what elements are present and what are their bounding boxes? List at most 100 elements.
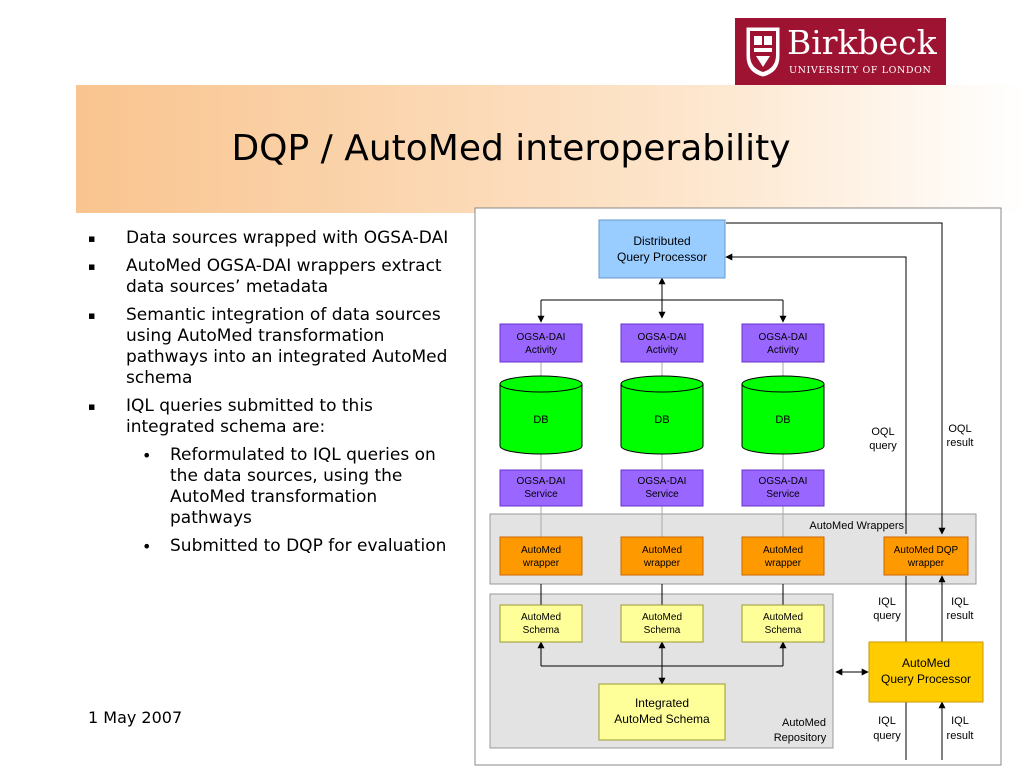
service-label-line1: OGSA-DAI (759, 476, 808, 487)
service-label-line2: Service (766, 489, 800, 500)
sub-bullet-text: Reformulated to IQL queries on the data … (170, 445, 436, 528)
bullet-marker: ▪ (88, 400, 96, 413)
database-cylinder: DB (499, 375, 583, 455)
slide-title: DQP / AutoMed interoperability (231, 128, 791, 169)
service-label-line1: OGSA-DAI (517, 476, 566, 487)
distributed-query-processor-box (598, 219, 726, 279)
ogsa-dai-activity-box (741, 323, 825, 363)
database-cylinder: DB (620, 375, 704, 455)
automed-wrapper-box (620, 536, 704, 576)
wrapper-label-line1: AutoMed (642, 545, 682, 556)
query-processor-label-line2: Query Processor (881, 672, 971, 686)
iql-result-label-line1: IQL (951, 596, 969, 608)
iql-result-label-line1: IQL (951, 715, 969, 727)
bullet-item: ▪ AutoMed OGSA-DAI wrappers extract data … (88, 256, 458, 298)
slide-date: 1 May 2007 (88, 708, 183, 727)
ogsa-dai-activity-box (499, 323, 583, 363)
sub-bullet-marker: • (142, 446, 152, 465)
crest-icon (746, 27, 780, 77)
schema-label-line1: AutoMed (642, 612, 682, 623)
query-processor-label-line1: AutoMed (902, 656, 950, 670)
automed-schema-box (620, 604, 704, 643)
sub-bullet-marker: • (142, 537, 152, 556)
wrapper-label-line1: AutoMed (521, 545, 561, 556)
ogsa-dai-activity-box (620, 323, 704, 363)
repository-label-line1: AutoMed (782, 717, 826, 729)
database-cylinder: DB (741, 375, 825, 455)
schema-label-line2: Schema (523, 625, 560, 636)
automed-wrapper-box (741, 536, 825, 576)
sub-bullet-item: • Reformulated to IQL queries on the data… (88, 445, 458, 529)
wrapper-label-line2: wrapper (522, 558, 560, 569)
logo-subtitle: UNIVERSITY OF LONDON (789, 65, 932, 76)
logo-name: Birkbeck (787, 23, 937, 62)
db-label: DB (775, 414, 790, 426)
automed-schema-box (741, 604, 825, 643)
bullet-item: ▪ IQL queries submitted to this integrate… (88, 396, 458, 438)
oql-result-label-line1: OQL (948, 423, 971, 435)
activity-label-line1: OGSA-DAI (638, 332, 687, 343)
activity-label-line1: OGSA-DAI (759, 332, 808, 343)
activity-label-line2: Activity (767, 345, 799, 356)
automed-schema-box (499, 604, 583, 643)
sub-bullet-text: Submitted to DQP for evaluation (170, 536, 447, 556)
integrated-label-line1: Integrated (635, 696, 689, 710)
bullet-marker: ▪ (88, 309, 96, 322)
iql-query-label-line1: IQL (878, 715, 896, 727)
iql-result-label-line2: result (947, 610, 974, 622)
ogsa-dai-service-box (620, 469, 704, 507)
iql-query-label-line2: query (873, 730, 901, 742)
wrapper-label-line1: AutoMed (763, 545, 803, 556)
schema-label-line2: Schema (765, 625, 802, 636)
bullet-text: AutoMed OGSA-DAI wrappers extract data s… (126, 256, 442, 297)
integrated-label-line2: AutoMed Schema (614, 712, 710, 726)
oql-query-label-line2: query (869, 440, 897, 452)
wrappers-group-label: AutoMed Wrappers (809, 520, 904, 532)
iql-query-label-line2: query (873, 610, 901, 622)
bullet-marker: ▪ (88, 260, 96, 273)
schema-label-line2: Schema (644, 625, 681, 636)
automed-dqp-wrapper-box (883, 536, 969, 576)
ogsa-dai-service-box (499, 469, 583, 507)
dqp-wrapper-label-line1: AutoMed DQP (894, 545, 959, 556)
title-band (76, 85, 1024, 213)
bullet-text: IQL queries submitted to this integrated… (126, 396, 373, 437)
service-label-line2: Service (524, 489, 558, 500)
repository-label-line2: Repository (774, 732, 827, 744)
automed-wrapper-box (499, 536, 583, 576)
wrapper-label-line2: wrapper (764, 558, 802, 569)
iql-result-label-line2: result (947, 730, 974, 742)
oql-result-label-line2: result (947, 437, 974, 449)
connector (725, 253, 907, 534)
automed-query-processor-box (868, 641, 984, 703)
dashed-connectors (540, 362, 784, 538)
service-label-line2: Service (645, 489, 679, 500)
bullet-list: ▪ Data sources wrapped with OGSA-DAI ▪ Aut… (88, 228, 458, 564)
bullet-text: Data sources wrapped with OGSA-DAI (126, 228, 449, 248)
sub-bullet-item: • Submitted to DQP for evaluation (88, 536, 458, 557)
integrated-schema-box (598, 683, 726, 741)
oql-query-label-line1: OQL (871, 426, 894, 438)
activity-label-line2: Activity (646, 345, 678, 356)
bullet-marker: ▪ (88, 232, 96, 245)
birkbeck-logo: Birkbeck UNIVERSITY OF LONDON (735, 18, 946, 85)
service-label-line1: OGSA-DAI (638, 476, 687, 487)
schema-label-line1: AutoMed (763, 612, 803, 623)
db-label: DB (654, 414, 669, 426)
bullet-item: ▪ Data sources wrapped with OGSA-DAI (88, 228, 458, 249)
schema-label-line1: AutoMed (521, 612, 561, 623)
dqp-label-line1: Distributed (633, 234, 690, 248)
bullet-item: ▪ Semantic integration of data sources us… (88, 305, 458, 389)
activity-label-line2: Activity (525, 345, 557, 356)
db-label: DB (533, 414, 548, 426)
activity-label-line1: OGSA-DAI (517, 332, 566, 343)
connector (726, 222, 946, 535)
dqp-wrapper-label-line2: wrapper (907, 558, 945, 569)
ogsa-dai-service-box (741, 469, 825, 507)
dqp-label-line2: Query Processor (617, 250, 707, 264)
connectors (537, 222, 946, 760)
wrapper-label-line2: wrapper (643, 558, 681, 569)
bullet-text: Semantic integration of data sources usi… (126, 305, 448, 388)
iql-query-label-line1: IQL (878, 596, 896, 608)
